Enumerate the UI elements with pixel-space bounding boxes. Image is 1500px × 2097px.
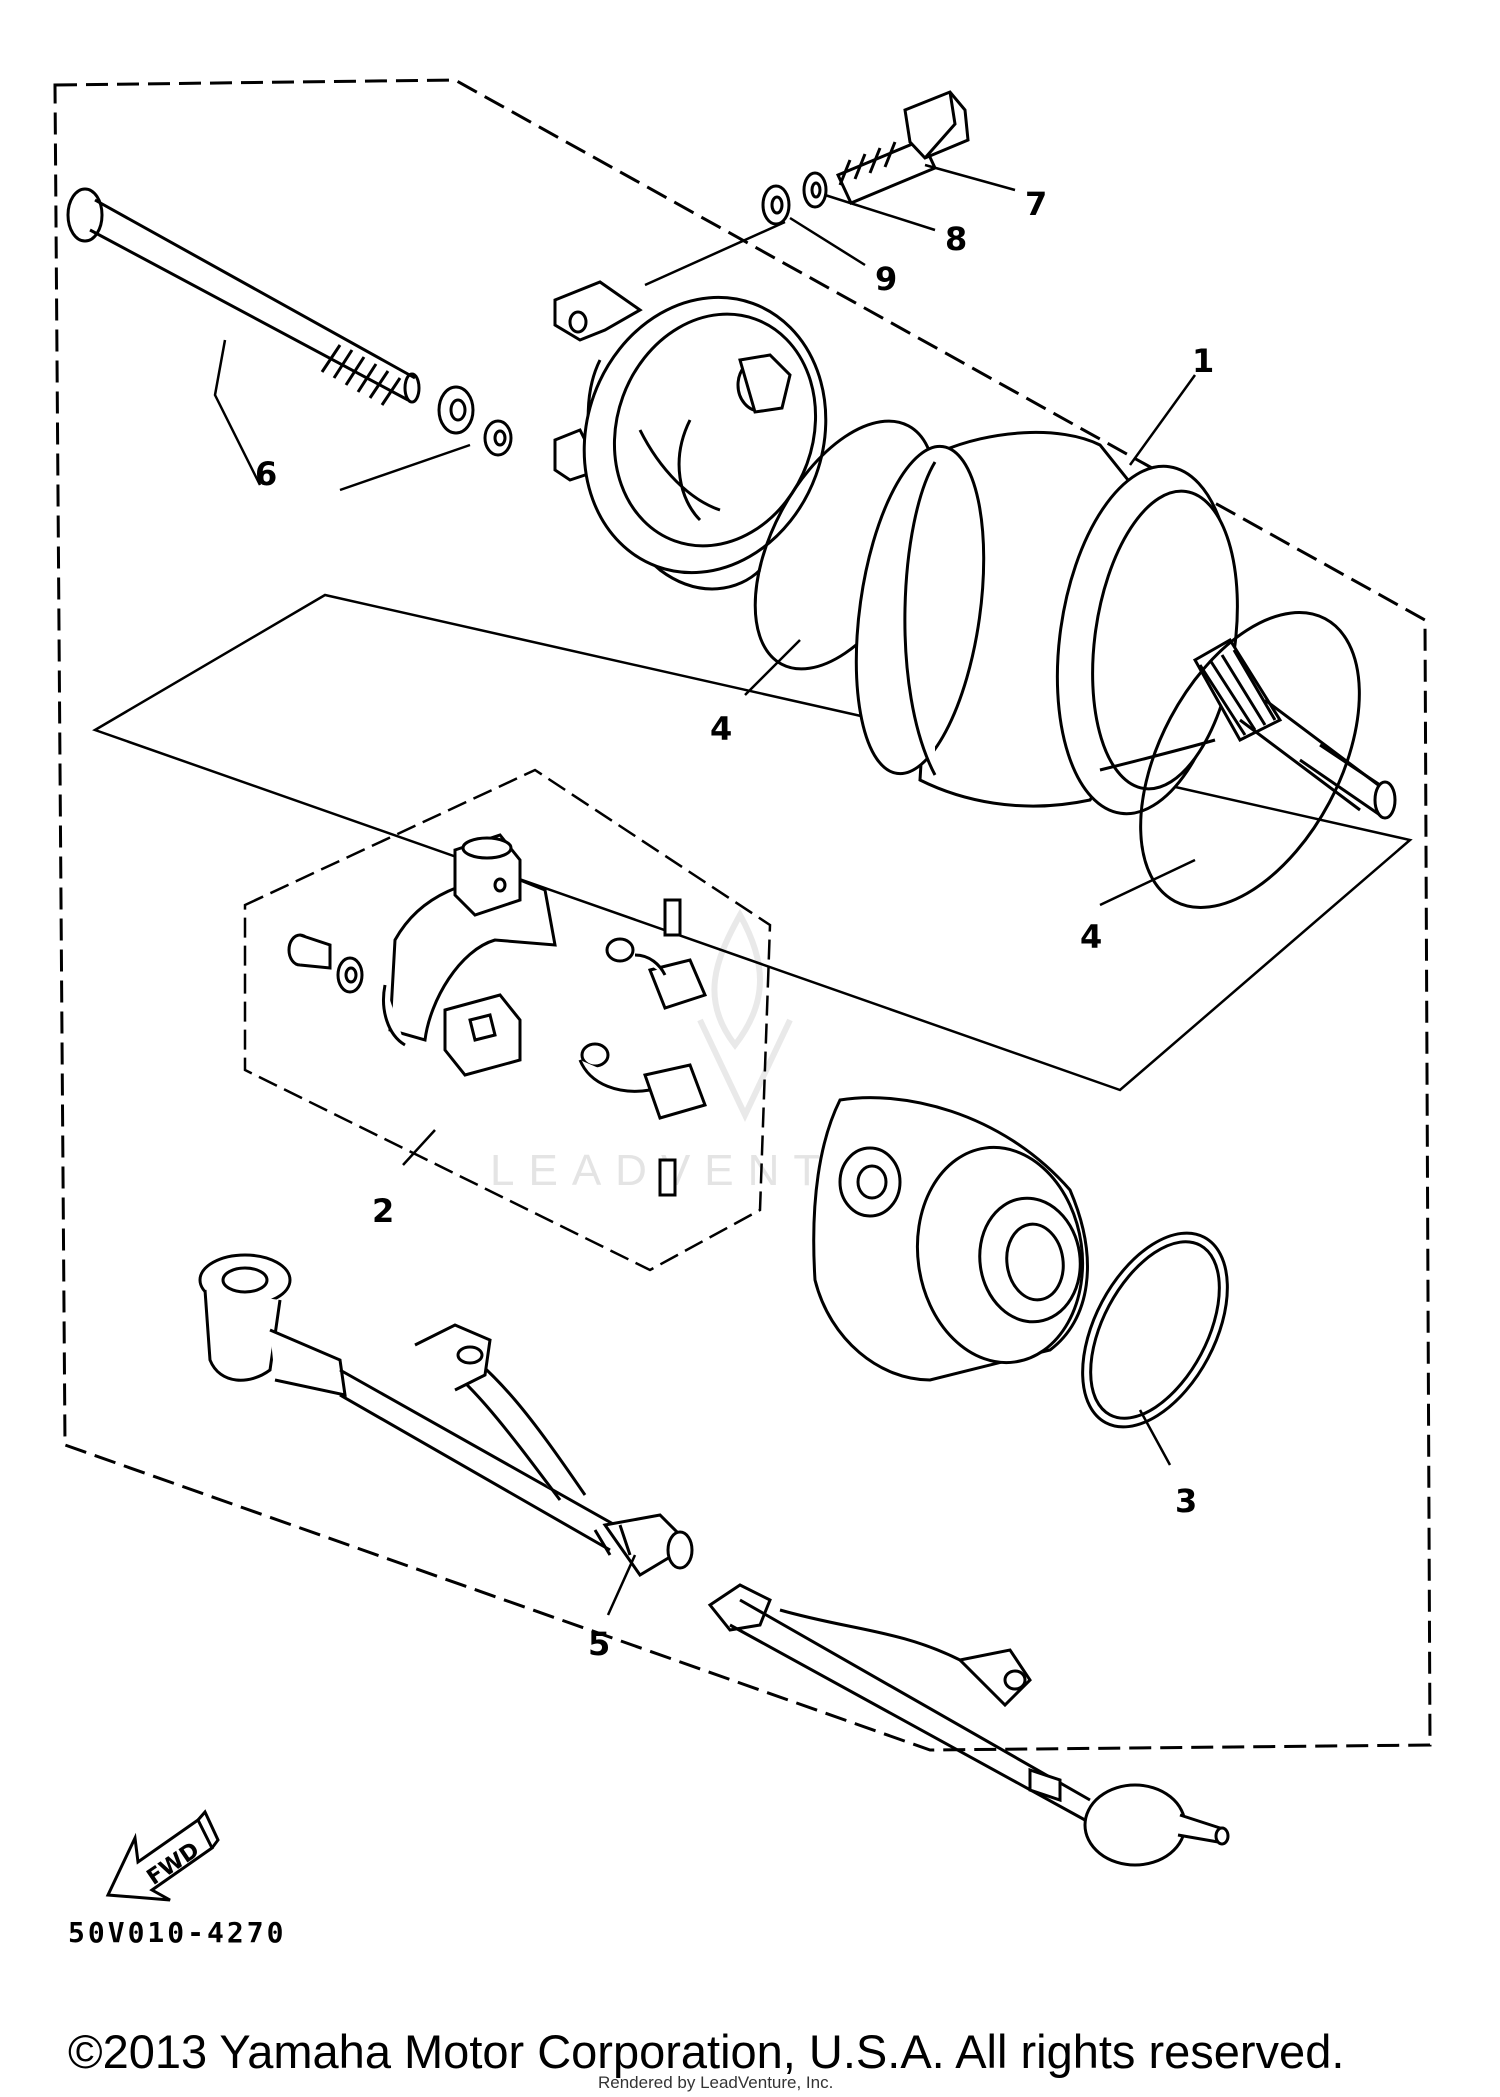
- leadventure-logo-icon: [697, 908, 793, 1123]
- callout-1: 1: [1192, 342, 1214, 380]
- mounting-bolt: [835, 90, 970, 205]
- plain-washer: [761, 184, 791, 226]
- brush-upper: [605, 898, 708, 1010]
- front-cover-housing: [812, 1096, 1089, 1382]
- o-ring-front: [1081, 1231, 1229, 1429]
- end-cover-housing: [553, 280, 828, 591]
- callout-3: 3: [1175, 1482, 1197, 1520]
- brush-set-frame: [243, 768, 772, 1272]
- starter-cable-lead: [198, 1253, 694, 1578]
- callout-labels: 1 2 3 4 4 5 6 7 8 9: [255, 185, 1214, 1663]
- outer-assembly-frame: [53, 78, 1432, 1752]
- copyright-notice: ©2013 Yamaha Motor Corporation, U.S.A. A…: [68, 2025, 1344, 2078]
- brush-holder-assembly: [382, 833, 557, 1077]
- brush-screw: [287, 933, 364, 994]
- brush-lower: [578, 1042, 707, 1197]
- diagram-reference-code: 50V010-4270: [68, 1916, 286, 1949]
- callout-7: 7: [1025, 185, 1047, 223]
- callout-leaders: [213, 163, 1197, 1616]
- callout-9: 9: [875, 260, 897, 298]
- spring-washer: [802, 171, 828, 209]
- callout-4-upper: 4: [710, 710, 732, 748]
- callout-8: 8: [945, 220, 967, 258]
- rendered-by-credit: Rendered by LeadVenture, Inc.: [598, 2073, 833, 2092]
- callout-4-lower: 4: [1080, 918, 1102, 956]
- fwd-arrow-icon: FWD: [105, 1809, 220, 1902]
- o-ring-lower: [1139, 611, 1361, 909]
- yoke-armature: [854, 430, 1397, 820]
- through-bolt-washers: [437, 385, 513, 457]
- callout-5: 5: [588, 1625, 610, 1663]
- callout-2: 2: [372, 1192, 394, 1230]
- armature-group-frame: [92, 593, 1413, 1092]
- callout-6: 6: [255, 455, 277, 493]
- battery-cable-lead: [707, 1583, 1230, 1867]
- through-bolt: [66, 187, 421, 406]
